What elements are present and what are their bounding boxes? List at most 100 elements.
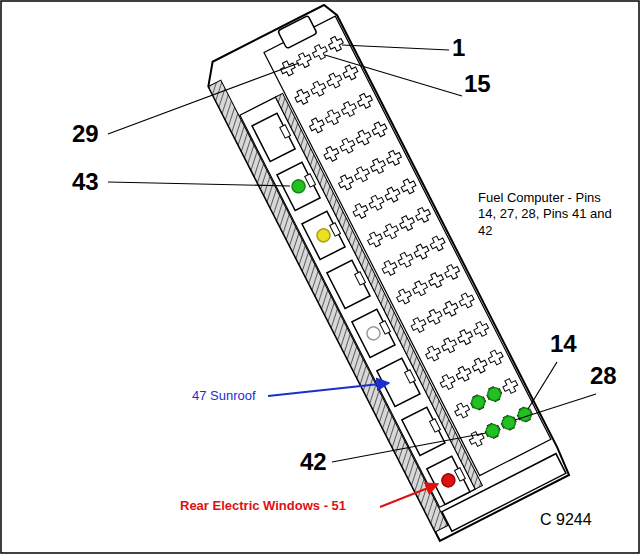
pin-cavity xyxy=(340,100,359,119)
pin-cavity xyxy=(483,421,502,440)
leader-line xyxy=(108,182,290,186)
pin-cavity xyxy=(293,87,312,106)
leader-line xyxy=(515,394,596,420)
pin-cavity xyxy=(383,185,402,204)
pin-cavity xyxy=(424,344,443,363)
pin-cavity xyxy=(322,144,341,163)
pin-cavity xyxy=(382,222,401,241)
terminal-cavity xyxy=(352,308,397,357)
pin-cavity xyxy=(443,263,462,282)
callout-number: 29 xyxy=(72,120,99,149)
pin-cavity xyxy=(457,291,476,310)
pin-cavity xyxy=(486,348,505,367)
pin-marker xyxy=(469,394,486,411)
pin-cavity xyxy=(469,393,488,412)
pin-cavity xyxy=(438,373,457,392)
pin-cavity xyxy=(309,79,328,98)
callout-number: 43 xyxy=(72,168,99,197)
pin-marker xyxy=(440,472,457,489)
terminal-cavity xyxy=(402,407,445,455)
pin-cavity xyxy=(411,279,430,298)
pin-label: 47 Sunroof xyxy=(190,388,258,404)
pin-marker xyxy=(484,422,501,439)
pin-cavity xyxy=(485,385,504,404)
pin-cavity xyxy=(294,51,313,70)
latch xyxy=(278,15,317,48)
pin-marker xyxy=(315,227,332,244)
terminal-cavity xyxy=(352,309,395,357)
pin-cavity xyxy=(380,259,399,278)
pin-cavity xyxy=(499,413,518,432)
pin-cavity xyxy=(325,71,344,90)
callout-number: 42 xyxy=(300,448,327,477)
pin-cavity xyxy=(370,120,389,139)
pin-cavity xyxy=(453,401,472,420)
pin-cavity xyxy=(472,320,491,339)
cavity-notch xyxy=(305,174,316,187)
pin-marker xyxy=(485,385,502,402)
pin-grid xyxy=(264,16,551,476)
callout-number: 28 xyxy=(590,362,617,391)
housing-outline xyxy=(199,2,571,541)
leader-line xyxy=(332,433,486,462)
pin-cavity xyxy=(356,91,375,110)
leader-line xyxy=(108,63,299,134)
pin-cavity xyxy=(409,316,428,335)
pin-cavity xyxy=(278,59,297,78)
terminal-cavity xyxy=(327,260,370,308)
pin-cavity xyxy=(327,34,346,53)
marker-group xyxy=(290,133,545,489)
callout-number: 14 xyxy=(550,330,577,359)
pin-cavity xyxy=(412,242,431,261)
terminal-cavity xyxy=(427,455,472,504)
pin-label: Rear Electric Windows - 51 xyxy=(178,498,348,514)
terminal-cavity xyxy=(427,456,470,504)
terminal-cavity xyxy=(252,112,297,161)
pin-cavity xyxy=(369,157,388,176)
terminal-cavity xyxy=(377,358,420,406)
pin-cavity xyxy=(385,148,404,167)
pin-cavity xyxy=(414,206,433,225)
note-text: Fuel Computer - Pins 14, 27, 28, Pins 41… xyxy=(478,190,618,239)
pin-cavity xyxy=(399,177,418,196)
pin-cavity xyxy=(428,234,447,253)
leader-line xyxy=(342,45,449,50)
pin-marker xyxy=(365,325,382,342)
pin-marker xyxy=(500,414,517,431)
terminal-cavity xyxy=(302,211,345,259)
cavity-group xyxy=(252,112,472,504)
pin-cavity xyxy=(396,250,415,269)
pin-cavity xyxy=(310,43,329,62)
pin-cavity xyxy=(470,356,489,375)
cavity-notch xyxy=(330,223,341,236)
pin-cavity xyxy=(353,165,372,184)
callout-number: 1 xyxy=(452,34,465,63)
terminal-cavity xyxy=(327,259,372,308)
terminal-cavity xyxy=(377,357,422,406)
cavity-notch xyxy=(455,468,466,481)
leader-line xyxy=(528,362,557,409)
pin-cavity xyxy=(323,108,342,127)
pin-cavity xyxy=(501,377,520,396)
cavity-notch xyxy=(355,272,366,285)
pin-group xyxy=(278,34,534,448)
pin-cavity xyxy=(395,287,414,306)
pointer-arrow xyxy=(380,484,438,507)
cavity-notch xyxy=(280,125,291,138)
connector-body xyxy=(199,2,571,541)
pin-cavity xyxy=(398,214,417,233)
cavity-notch xyxy=(430,419,441,432)
terminal-cavity xyxy=(302,210,347,259)
pin-cavity xyxy=(441,299,460,318)
pin-cavity xyxy=(366,230,385,249)
pin-cavity xyxy=(307,116,326,135)
pin-marker xyxy=(290,178,307,195)
pin-cavity xyxy=(425,307,444,326)
callout-number: 15 xyxy=(464,70,491,99)
pin-cavity xyxy=(367,193,386,212)
pin-cavity xyxy=(338,136,357,155)
pin-cavity xyxy=(341,63,360,82)
